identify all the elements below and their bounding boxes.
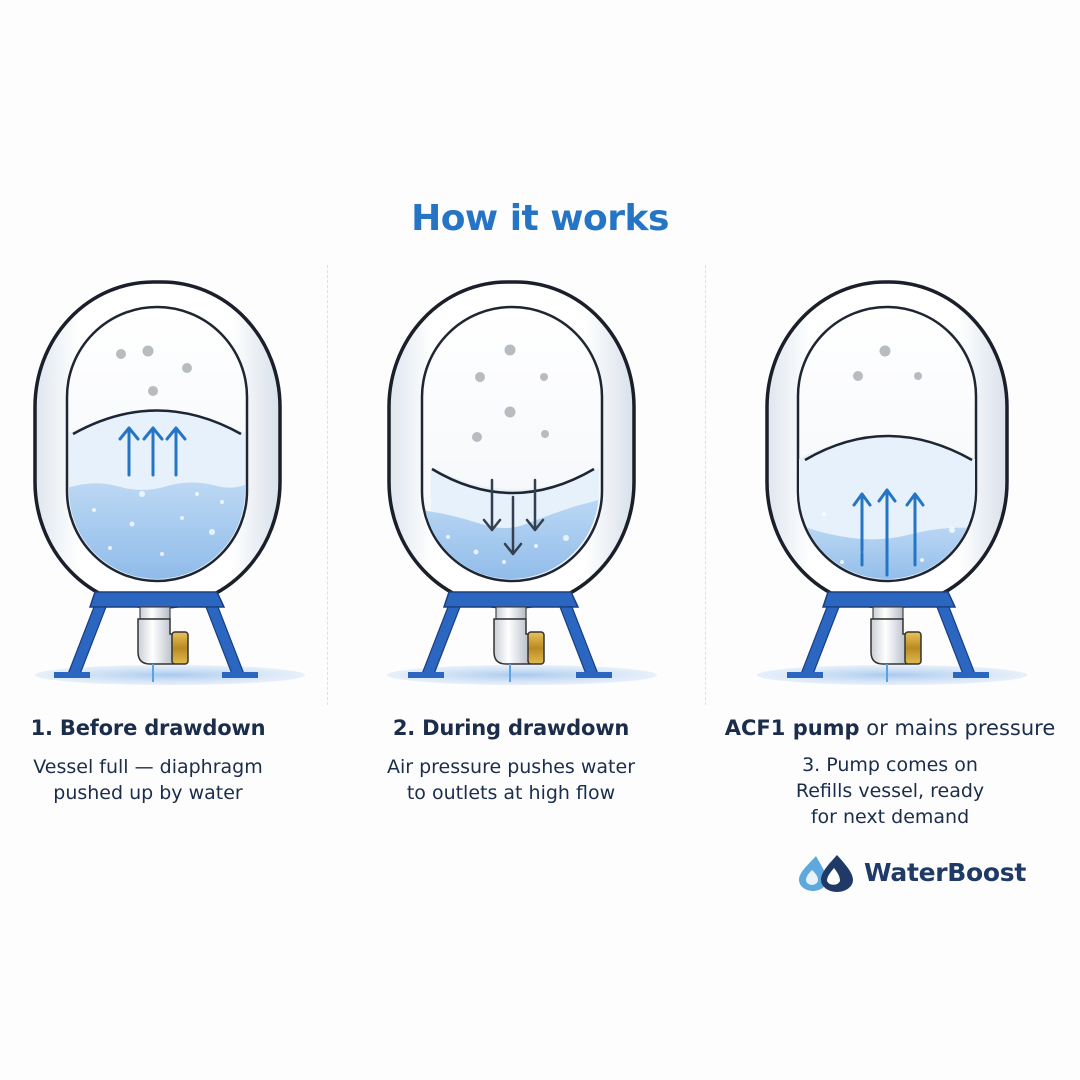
step-1-description: Vessel full — diaphragm pushed up by wat… <box>33 756 263 804</box>
brass-fitting <box>171 631 189 665</box>
arrow-up-icon <box>852 488 925 577</box>
step-2-description: Air pressure pushes water to outlets at … <box>386 756 636 804</box>
vessel-illustration-pump-refill <box>742 262 1042 702</box>
step-1-heading: 1. Before drawdown <box>30 716 266 740</box>
arrow-up-icon <box>118 426 187 477</box>
column-divider <box>327 265 328 705</box>
step-3-source-heading: ACF1 pump or mains pressure <box>724 716 1056 740</box>
waterboost-logo: WaterBoost <box>796 850 1026 894</box>
column-divider <box>705 265 706 705</box>
logo-text: WaterBoost <box>864 857 1027 887</box>
vessel-illustration-before-drawdown <box>22 262 322 702</box>
step-2-heading: 2. During drawdown <box>392 716 630 740</box>
step-1-caption: 1. Before drawdown Vessel full — diaphra… <box>0 716 318 806</box>
page-title: How it works <box>411 198 669 239</box>
step-3-label: 3. Pump comes on <box>802 754 978 776</box>
vessel-illustration-during-drawdown <box>372 262 672 702</box>
arrow-down-icon <box>482 478 545 556</box>
step-3-caption: ACF1 pump or mains pressure 3. Pump come… <box>718 716 1062 830</box>
step-2-caption: 2. During drawdown Air pressure pushes w… <box>341 716 681 806</box>
step-3-description: 3. Pump comes on Refills vessel, ready f… <box>718 752 1062 830</box>
water-drops-icon <box>799 855 853 892</box>
